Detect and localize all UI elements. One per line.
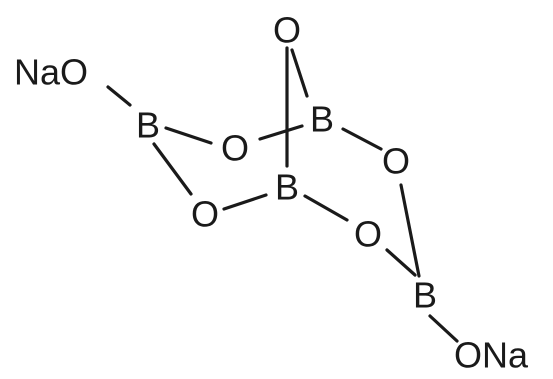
bond-o-left-upper-b-upper-right	[258, 124, 304, 141]
atom-b-left: B	[136, 105, 160, 146]
bond-o-right-lower-b-lower-right	[385, 248, 417, 277]
atom-o-top: O	[273, 10, 301, 51]
atom-b-center: B	[275, 167, 299, 208]
atom-o-right-lower: O	[354, 214, 382, 255]
bond-b-center-o-right-lower	[303, 194, 349, 222]
bond-b-left-o-left-lower	[152, 142, 193, 196]
atom-o-left-upper: O	[221, 128, 249, 169]
bond-b-left-o-left-upper	[164, 126, 213, 145]
atom-b-lower-right: B	[413, 275, 437, 316]
bond-o-top-b-upper-right	[290, 48, 309, 98]
atom-o-right-upper: O	[382, 141, 410, 182]
bonds	[106, 46, 459, 343]
bond-nao-b-left	[106, 85, 132, 107]
bond-b-upper-right-o-right-upper	[341, 127, 383, 151]
atoms: NaO B O O B O B O O B ONa	[14, 10, 529, 376]
bond-o-left-lower-b-center	[222, 193, 268, 211]
atom-b-upper-right: B	[310, 99, 334, 140]
atom-nao: NaO	[14, 52, 88, 93]
bond-b-lower-right-ona	[428, 314, 459, 343]
atom-o-left-lower: O	[191, 194, 219, 235]
atom-ona: ONa	[454, 335, 529, 376]
bond-o-right-upper-b-lower-right	[399, 183, 421, 278]
